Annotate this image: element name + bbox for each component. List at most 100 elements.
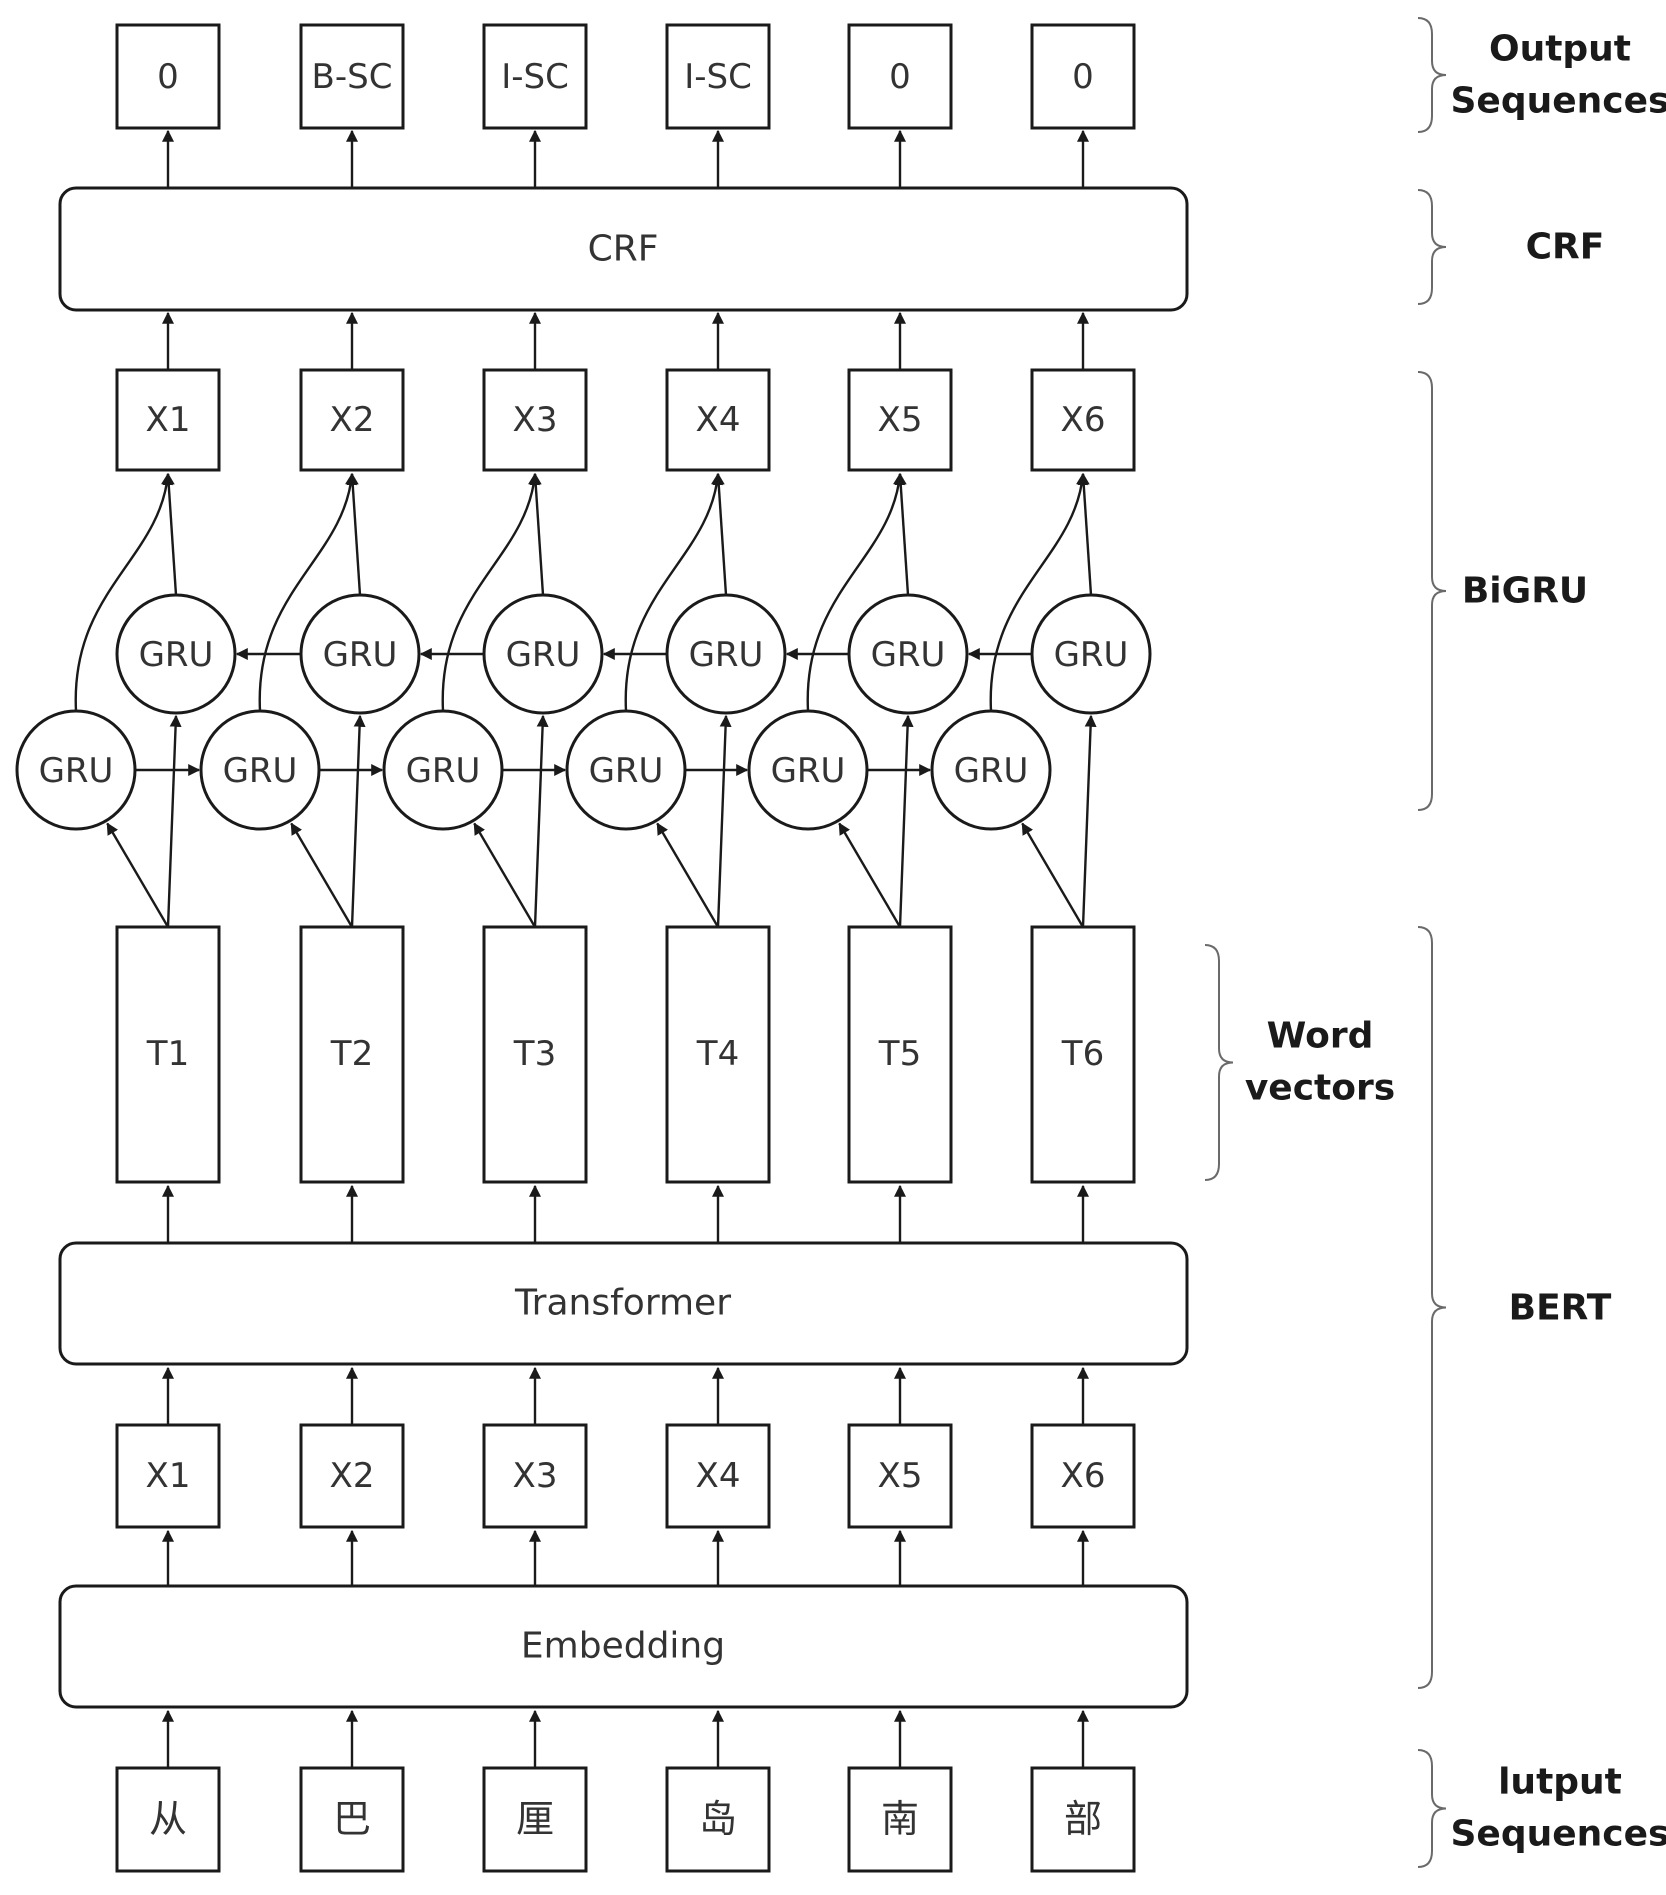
input-token-box [299,1766,405,1873]
word-vector-box [665,925,771,1184]
backward-gru-to-output-arrow [529,472,545,596]
forward-gru-to-output-arrow [258,472,357,712]
crf-brace [1417,189,1447,305]
forward-gru-to-output-arrow [74,472,173,712]
forward-gru-node [382,709,504,831]
bigru-output-box [847,368,953,472]
output-token-label: 0 [157,57,179,97]
word-vector-box [299,925,405,1184]
output-sequences-brace [1417,17,1447,133]
output-token-box [482,23,588,130]
word-vectors-label: Word [1267,1016,1374,1057]
forward-gru-node [15,709,137,831]
embedding-layer [58,1584,1189,1709]
transformer-layer [58,1241,1189,1366]
vector-to-forward-gru-arrow [473,822,537,928]
input-sequences-brace [1417,1749,1447,1868]
bigru-output-box [299,368,405,472]
bert-side-label: BERT [1509,1288,1612,1329]
gru-label: GRU [223,751,298,791]
gru-label: GRU [506,635,581,675]
word-vectors-brace [1204,944,1234,1181]
transformer-label: Transformer [514,1283,731,1324]
backward-gru-to-output-arrow [346,472,362,596]
forward-gru-to-output-arrow [806,472,905,712]
backward-gru-node [299,593,421,715]
gru-label: GRU [689,635,764,675]
gru-label: GRU [771,751,846,791]
gru-label: GRU [139,635,214,675]
word-vector-label: T4 [696,1034,739,1074]
embedding-label: Embedding [521,1626,725,1667]
backward-gru-to-output-arrow [712,472,728,596]
bigru-output-label: X6 [1061,400,1106,440]
embedding-output-label: X3 [513,1456,558,1496]
word-vector-box [1030,925,1136,1184]
output-token-label: I-SC [501,57,569,97]
input-token-label: 厘 [516,1797,554,1841]
word-vector-label: T3 [513,1034,556,1074]
output-token-box [665,23,771,130]
vector-to-backward-gru-arrow [350,714,366,928]
input-token-box [847,1766,953,1873]
bigru-side-label: BiGRU [1462,571,1588,612]
gru-label: GRU [406,751,481,791]
vector-to-backward-gru-arrow [166,714,182,928]
backward-gru-node [1030,593,1152,715]
input-token-label: 部 [1064,1797,1102,1841]
bert-brace [1417,926,1447,1689]
gru-label: GRU [589,751,664,791]
vector-to-backward-gru-arrow [1081,714,1097,928]
backward-gru-node [665,593,787,715]
embedding-output-label: X2 [330,1456,375,1496]
gru-label: GRU [1054,635,1129,675]
bigru-output-box [482,368,588,472]
word-vectors-label: vectors [1245,1068,1395,1109]
embedding-output-box [665,1423,771,1529]
embedding-output-box [115,1423,221,1529]
crf-layer-label: CRF [588,229,659,270]
forward-gru-to-output-arrow [989,472,1088,712]
input-token-label: 巴 [333,1797,371,1841]
output-token-label: B-SC [312,57,393,97]
bigru-brace [1417,371,1447,811]
backward-gru-to-output-arrow [162,472,178,596]
embedding-output-box [1030,1423,1136,1529]
gru-label: GRU [323,635,398,675]
forward-gru-node [565,709,687,831]
word-vector-box [482,925,588,1184]
vector-to-forward-gru-arrow [106,822,170,928]
output-token-box [299,23,405,130]
word-vector-box [847,925,953,1184]
output-token-label: 0 [889,57,911,97]
forward-gru-node [199,709,321,831]
embedding-output-box [482,1423,588,1529]
bigru-output-box [665,368,771,472]
crf-side-label: CRF [1526,227,1605,268]
vector-to-forward-gru-arrow [838,822,902,928]
embedding-output-label: X1 [146,1456,191,1496]
output-token-box [847,23,953,130]
embedding-output-box [847,1423,953,1529]
crf-layer [58,186,1189,312]
word-vector-box [115,925,221,1184]
gru-label: GRU [954,751,1029,791]
bigru-output-label: X5 [878,400,923,440]
input-token-box [115,1766,221,1873]
vector-to-backward-gru-arrow [898,714,914,928]
output-sequences-label: Output [1489,29,1631,70]
word-vector-label: T5 [878,1034,921,1074]
backward-gru-node [115,593,237,715]
embedding-output-label: X5 [878,1456,923,1496]
word-vector-label: T1 [146,1034,189,1074]
backward-gru-node [482,593,604,715]
input-token-box [1030,1766,1136,1873]
output-token-label: I-SC [684,57,752,97]
bigru-output-label: X3 [513,400,558,440]
vector-to-backward-gru-arrow [716,714,732,928]
bigru-output-box [1030,368,1136,472]
vector-to-backward-gru-arrow [533,714,549,928]
output-sequences-label: Sequences [1451,81,1666,122]
forward-gru-node [930,709,1052,831]
